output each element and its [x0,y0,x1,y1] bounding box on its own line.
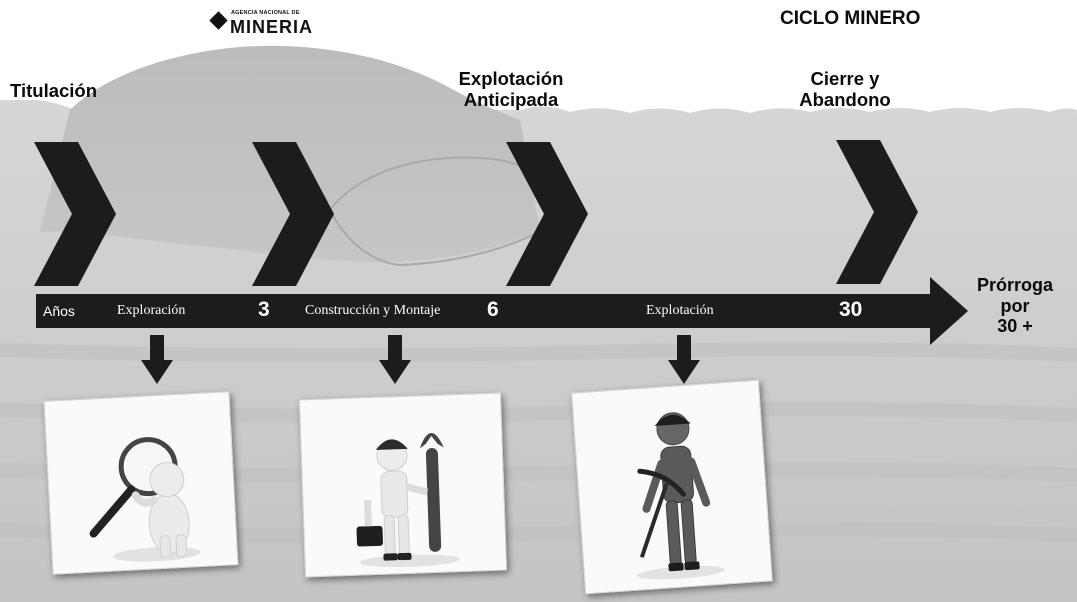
year-30: 30 [839,298,863,321]
down-arrow-icon [379,335,411,384]
miner-pickaxe-figure-icon [637,412,725,580]
wrench-worker-figure-icon [356,432,460,568]
logo-subtitle: AGENCIA NACIONAL DE [231,10,300,16]
chevron-icon [34,142,116,286]
construction-illustration [298,392,508,578]
anm-logo: AGENCIA NACIONAL DE MINERIA [209,10,322,38]
stage-label-titulacion: Titulación [10,80,98,101]
chevron-icon [506,142,588,286]
exploration-illustration [43,391,239,575]
down-arrow-icon [668,335,700,384]
chevron-icon [836,140,918,284]
timeline-start-label: Años [43,303,75,319]
extension-label: Prórroga por 30 + [976,275,1054,337]
logo-title: MINERIA [230,17,313,37]
magnifier-figure-icon [89,437,201,562]
exploitation-illustration [571,379,773,595]
logo-diamond-icon [209,11,228,30]
chevron-icon [252,142,334,286]
stage-label-cierre: Cierre y Abandono [799,68,891,111]
timeline-arrow [36,277,968,345]
year-6: 6 [487,298,499,321]
diagram-title: CICLO MINERO [780,8,921,29]
phase-exploracion: Exploración [117,303,186,318]
down-arrow-icon [141,335,173,384]
phase-explotacion: Explotación [646,303,714,318]
phase-construccion: Construcción y Montaje [305,303,441,318]
year-3: 3 [258,298,270,321]
stage-label-explotacion-anticipada: Explotación Anticipada [458,68,564,111]
